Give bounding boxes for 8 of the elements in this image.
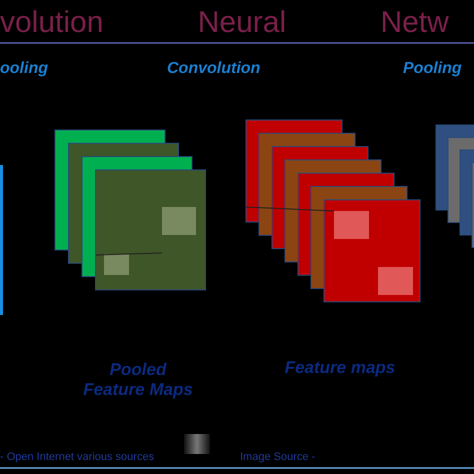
source-note: Image Source - [240,451,316,463]
source-note: - Open Internet various sources [0,451,154,463]
stack-caption: Feature maps [284,358,396,378]
diagram-title: volution Neural Netw [0,6,449,40]
layer-label: Convolution [167,60,260,78]
layer-label: Pooling [403,60,462,78]
layer-label: ooling [0,60,48,78]
stack-caption: Pooled Feature Maps [82,360,194,400]
